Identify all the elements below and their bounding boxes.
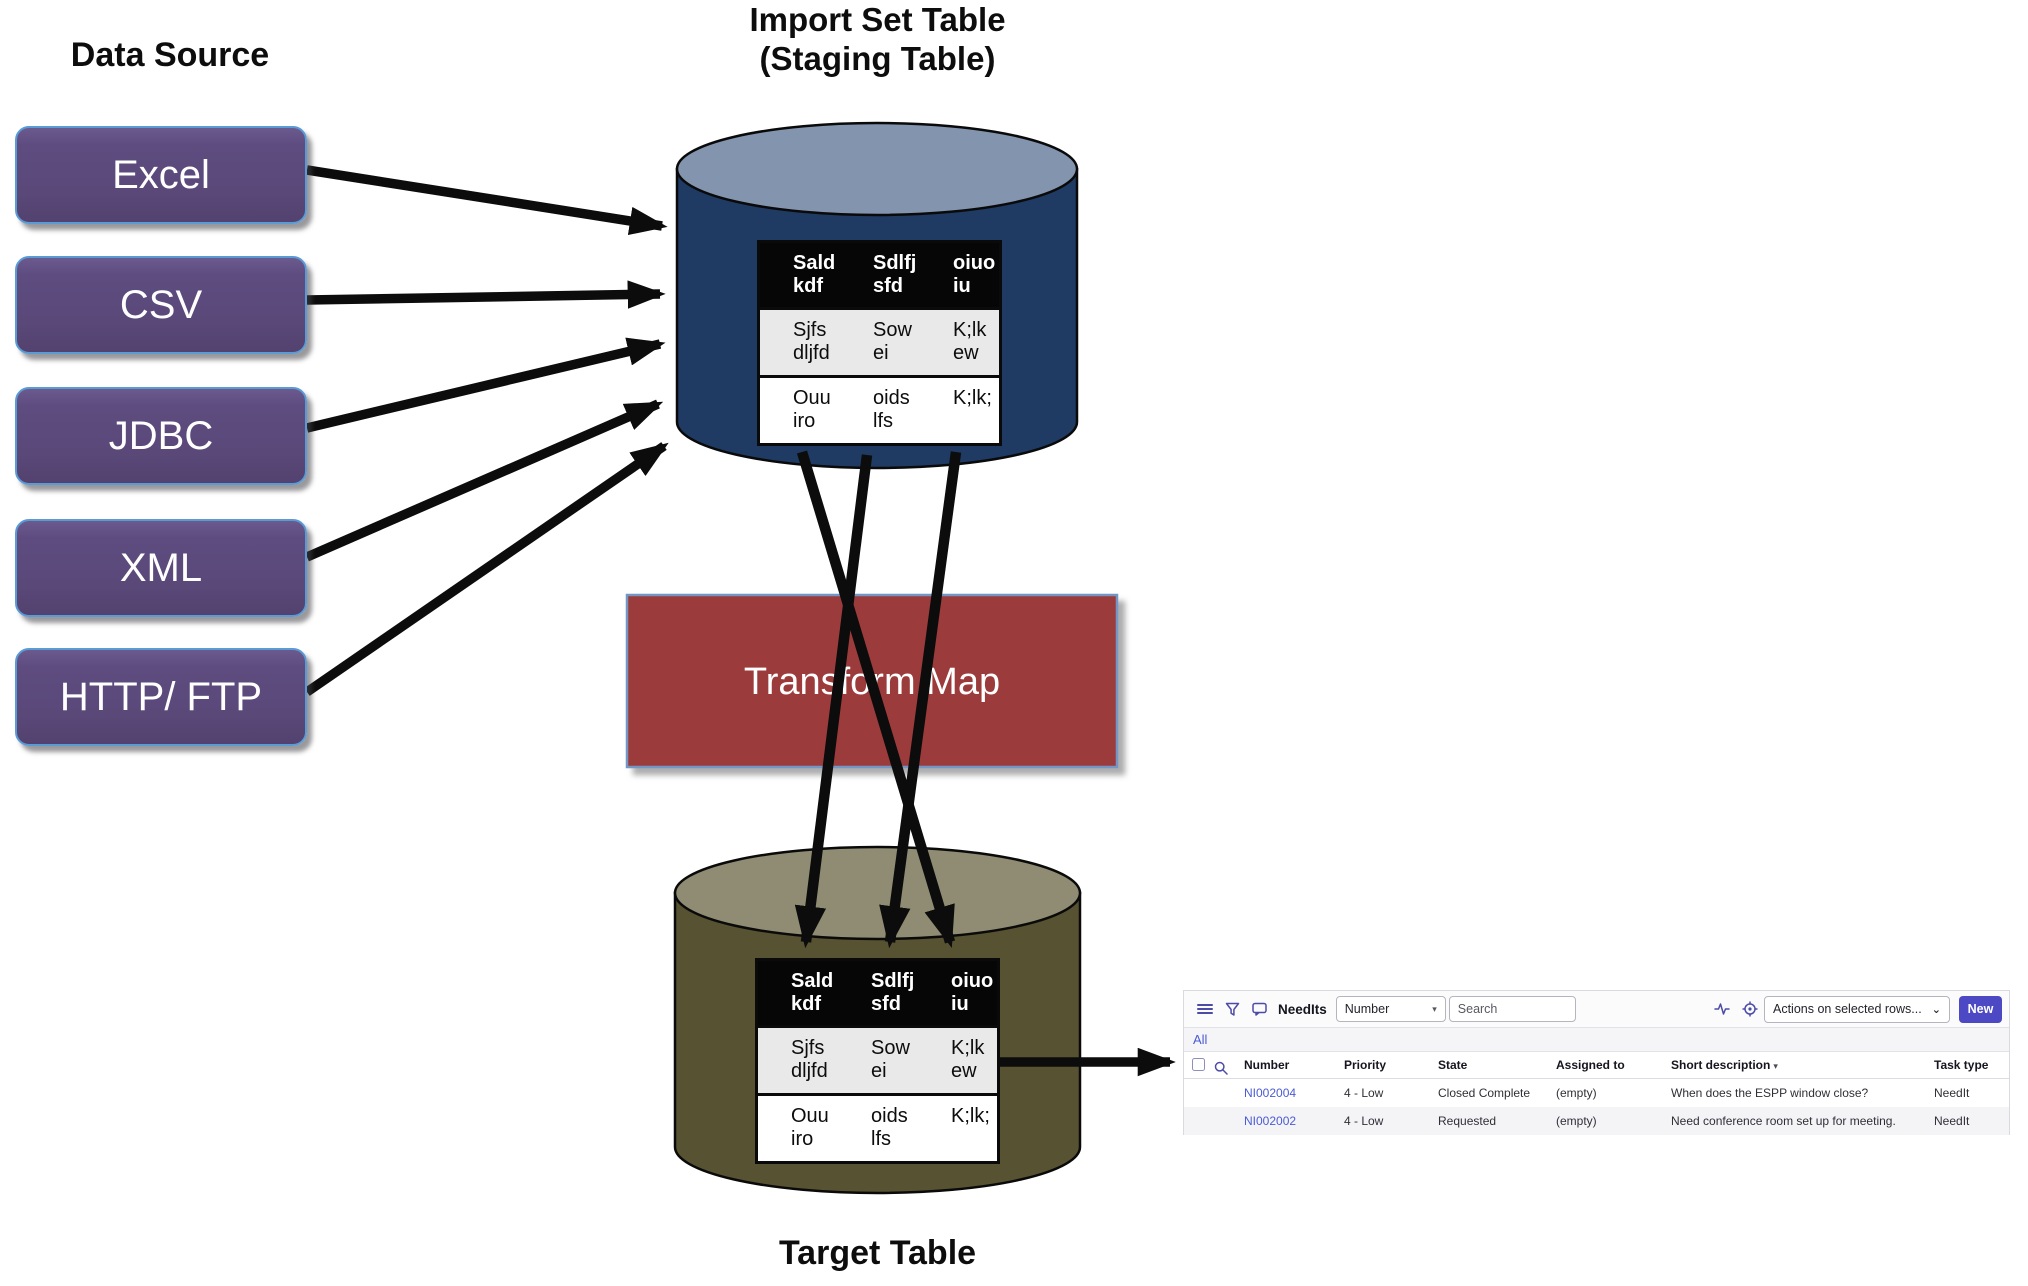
table-cell: Ouu iro [791, 1105, 829, 1150]
actions-select-value: Actions on selected rows... [1773, 1002, 1922, 1016]
column-header: oiuo iu [951, 970, 994, 1015]
table-cell: K;lk ew [953, 319, 987, 364]
table-cell: K;lk; [951, 1105, 990, 1127]
column-header-assigned-to[interactable]: Assigned to [1556, 1058, 1625, 1072]
staging-table-header-row: Sald kdf Sdlfj sfd oiuo iu [760, 243, 999, 307]
chat-icon[interactable] [1252, 1002, 1268, 1016]
task-type-cell: NeedIt [1934, 1114, 1970, 1128]
column-header-number[interactable]: Number [1244, 1058, 1290, 1072]
arrow-http-ftp-to-staging [304, 442, 669, 696]
source-box-label: Excel [112, 152, 210, 197]
activity-stream-icon[interactable] [1714, 1002, 1730, 1016]
column-header: oiuo iu [953, 252, 996, 297]
list-row-2[interactable]: NI002002 4 - Low Requested (empty) Need … [1184, 1107, 2009, 1135]
list-search-input[interactable] [1448, 996, 1576, 1022]
actions-select[interactable]: Actions on selected rows... ⌄ [1764, 995, 1950, 1023]
table-cell: Sjfs dljfd [793, 319, 830, 364]
source-box-label: XML [119, 545, 203, 590]
arrow-excel-to-staging [306, 165, 668, 236]
priority-cell: 4 - Low [1344, 1114, 1384, 1128]
data-source-title: Data Source [70, 36, 270, 74]
arrow-jdbc-to-staging [305, 337, 666, 433]
personalize-list-gear-icon[interactable] [1742, 1001, 1758, 1017]
record-number-link[interactable]: NI002004 [1244, 1086, 1297, 1100]
mapping-line-col1-to-col3 [796, 450, 956, 949]
chevron-down-icon: ⌄ [1931, 1003, 1941, 1016]
target-table-title: Target Table [778, 1234, 977, 1272]
list-title: NeedIts [1278, 1001, 1327, 1017]
task-type-cell: NeedIt [1934, 1086, 1970, 1100]
column-header: Sdlfj sfd [871, 970, 915, 1015]
staging-table-title: Import Set Table (Staging Table) [690, 0, 1065, 78]
table-cell: oids lfs [873, 387, 910, 432]
list-toolbar: NeedIts Number ▾ [1184, 991, 2009, 1028]
table-row: Ouu iro oids lfs K;lk; [758, 1093, 997, 1161]
assigned-to-cell: (empty) [1556, 1114, 1597, 1128]
state-cell: Closed Complete [1438, 1086, 1531, 1100]
table-cell: Sjfs dljfd [791, 1037, 828, 1082]
table-cell: Sow ei [873, 319, 912, 364]
source-box-http-ftp: HTTP/ FTP [15, 648, 307, 746]
arrow-xml-to-staging [305, 399, 664, 562]
table-cell: oids lfs [871, 1105, 908, 1150]
priority-cell: 4 - Low [1344, 1086, 1384, 1100]
short-description-cell: When does the ESPP window close? [1671, 1086, 1869, 1100]
mapping-line-col2-to-col1 [794, 454, 873, 949]
table-row: Ouu iro oids lfs K;lk; [760, 375, 999, 443]
sort-descending-icon: ▾ [1773, 1061, 1778, 1071]
arrow-csv-to-staging [306, 280, 666, 309]
table-cell: K;lk ew [951, 1037, 985, 1082]
select-all-checkbox[interactable] [1192, 1058, 1205, 1071]
table-row: Sjfs dljfd Sow ei K;lk ew [760, 307, 999, 375]
needits-record-list: NeedIts Number ▾ [1183, 990, 2010, 1135]
short-description-cell: Need conference room set up for meeting. [1671, 1114, 1896, 1128]
source-box-xml: XML [15, 519, 307, 617]
list-header-row: Number Priority State Assigned to Short … [1184, 1052, 2009, 1079]
source-box-excel: Excel [15, 126, 307, 224]
mapping-lines [794, 450, 962, 949]
column-header: Sdlfj sfd [873, 252, 917, 297]
source-box-jdbc: JDBC [15, 387, 307, 485]
column-search-icon[interactable] [1214, 1058, 1228, 1084]
list-menu-icon[interactable] [1197, 1003, 1213, 1015]
table-row: Sjfs dljfd Sow ei K;lk ew [758, 1025, 997, 1093]
source-box-csv: CSV [15, 256, 307, 354]
source-box-label: JDBC [108, 413, 214, 458]
search-field-select[interactable]: Number ▾ [1335, 996, 1446, 1022]
search-field-value: Number [1344, 1002, 1390, 1016]
record-number-link[interactable]: NI002002 [1244, 1114, 1297, 1128]
column-header: Sald kdf [791, 970, 834, 1015]
source-arrows [304, 165, 669, 696]
column-header-priority[interactable]: Priority [1344, 1058, 1387, 1072]
chevron-down-icon: ▾ [1432, 1003, 1437, 1014]
mapping-line-col3-to-col2 [879, 451, 962, 949]
target-table-header-row: Sald kdf Sdlfj sfd oiuo iu [758, 961, 997, 1025]
staging-field-table: Sald kdf Sdlfj sfd oiuo iu Sjfs dljfd So… [757, 240, 1002, 446]
column-header-short-description[interactable]: Short description▾ [1671, 1058, 1778, 1072]
source-box-label: HTTP/ FTP [59, 674, 263, 719]
list-row-1[interactable]: NI002004 4 - Low Closed Complete (empty)… [1184, 1079, 2009, 1107]
table-cell: K;lk; [953, 387, 992, 409]
breadcrumb-all-link[interactable]: All [1193, 1032, 1208, 1047]
staging-title-line1: Import Set Table [749, 1, 1006, 38]
filter-icon[interactable] [1225, 1002, 1240, 1017]
target-field-table: Sald kdf Sdlfj sfd oiuo iu Sjfs dljfd So… [755, 958, 1000, 1164]
column-header: Sald kdf [793, 252, 836, 297]
new-button[interactable]: New [1959, 995, 2002, 1023]
column-header-state[interactable]: State [1438, 1058, 1468, 1072]
column-header-task-type[interactable]: Task type [1934, 1058, 1989, 1072]
table-cell: Sow ei [871, 1037, 910, 1082]
staging-title-line2: (Staging Table) [759, 40, 996, 77]
assigned-to-cell: (empty) [1556, 1086, 1597, 1100]
state-cell: Requested [1438, 1114, 1497, 1128]
source-box-label: CSV [119, 282, 203, 327]
breadcrumb: All [1184, 1028, 2009, 1052]
table-cell: Ouu iro [793, 387, 831, 432]
